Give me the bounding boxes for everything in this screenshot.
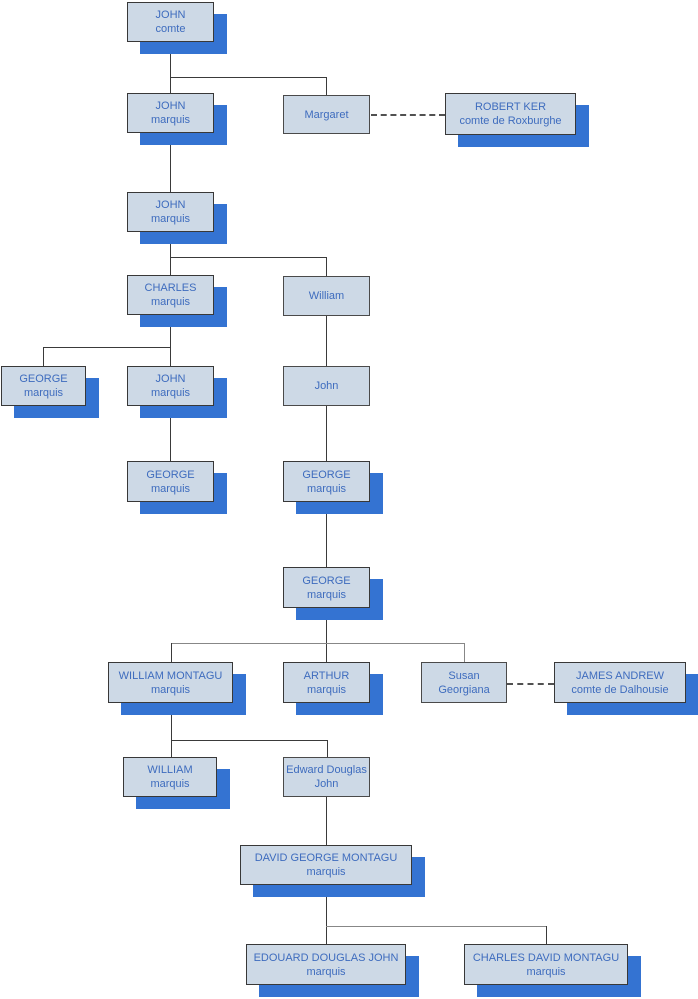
- person-name: JOHN: [155, 373, 186, 385]
- person-node-margaret[interactable]: Margaret: [283, 95, 370, 134]
- person-title: marquis: [150, 387, 191, 399]
- tree-connector-line: [326, 77, 327, 95]
- person-title: marquis: [150, 296, 191, 308]
- tree-connector-line: [170, 315, 171, 366]
- person-name: ROBERT KER: [474, 101, 547, 113]
- person-name: JOHN: [155, 100, 186, 112]
- person-node-edward-douglas-john[interactable]: Edward Douglas John: [283, 757, 370, 797]
- person-node-george-marquis-1[interactable]: GEORGE marquis: [1, 366, 86, 406]
- person-title: comte: [155, 23, 186, 35]
- person-name: JOHN: [155, 199, 186, 211]
- tree-connector-line: [170, 232, 171, 275]
- person-title: marquis: [306, 482, 347, 495]
- person-title: marquis: [306, 965, 346, 978]
- person-name: GEORGE: [302, 468, 351, 481]
- person-title: comte de Roxburghe: [459, 115, 562, 127]
- tree-connector-line: [171, 643, 464, 644]
- tree-connector-line: [170, 257, 326, 258]
- person-title: marquis: [306, 866, 346, 878]
- person-title: marquis: [150, 683, 191, 696]
- person-title: marquis: [150, 778, 190, 790]
- person-name: John: [314, 380, 339, 392]
- person-node-susan-georgiana[interactable]: Susan Georgiana: [421, 662, 507, 703]
- marriage-connector-line: [507, 683, 554, 685]
- person-node-david-george-montagu[interactable]: DAVID GEORGE MONTAGU marquis: [240, 845, 412, 885]
- person-name: JOHN: [155, 9, 186, 21]
- tree-connector-line: [326, 797, 327, 845]
- tree-connector-line: [43, 347, 170, 348]
- person-node-charles-marquis[interactable]: CHARLES marquis: [127, 275, 214, 315]
- tree-connector-line: [327, 740, 328, 757]
- person-node-john[interactable]: John: [283, 366, 370, 406]
- person-node-john-marquis-3[interactable]: JOHN marquis: [127, 366, 214, 406]
- tree-connector-line: [546, 926, 547, 944]
- tree-connector-line: [171, 703, 172, 757]
- person-title: marquis: [526, 965, 566, 978]
- tree-connector-line: [170, 77, 326, 78]
- person-name: GEORGE: [19, 373, 68, 385]
- person-name: Susan Georgiana: [438, 669, 490, 696]
- person-node-john-comte[interactable]: JOHN comte: [127, 2, 214, 42]
- person-name: CHARLES: [144, 282, 197, 294]
- person-node-john-marquis-1[interactable]: JOHN marquis: [127, 93, 214, 133]
- person-title: marquis: [306, 683, 347, 696]
- tree-connector-line: [43, 347, 44, 366]
- person-title: marquis: [150, 114, 191, 126]
- tree-connector-line: [326, 608, 327, 662]
- person-title: marquis: [150, 213, 191, 225]
- tree-connector-line: [326, 257, 327, 276]
- person-name: Edward Douglas John: [286, 764, 367, 790]
- person-name: Margaret: [304, 108, 349, 121]
- person-name: WILLIAM MONTAGU: [118, 669, 223, 682]
- tree-connector-line: [464, 643, 465, 662]
- tree-connector-line: [326, 316, 327, 366]
- tree-connector-line: [171, 740, 327, 741]
- tree-connector-line: [326, 885, 327, 944]
- person-title: comte de Dalhousie: [571, 683, 669, 696]
- person-name: CHARLES DAVID MONTAGU: [472, 951, 620, 964]
- person-title: marquis: [23, 387, 64, 399]
- tree-connector-line: [170, 133, 171, 192]
- person-node-william[interactable]: William: [283, 276, 370, 316]
- person-name: JAMES ANDREW: [575, 669, 664, 682]
- marriage-connector-line: [371, 114, 445, 116]
- person-name: GEORGE: [302, 574, 351, 587]
- tree-connector-line: [326, 406, 327, 461]
- person-name: EDOUARD DOUGLAS JOHN: [253, 951, 399, 964]
- person-name: ARTHUR: [303, 669, 350, 682]
- tree-connector-line: [170, 406, 171, 461]
- tree-connector-line: [326, 926, 546, 927]
- person-node-robert-ker[interactable]: ROBERT KER comte de Roxburghe: [445, 93, 576, 135]
- person-name: GEORGE: [146, 468, 195, 481]
- person-title: marquis: [306, 588, 347, 601]
- tree-connector-line: [326, 502, 327, 567]
- person-name: WILLIAM: [147, 764, 193, 776]
- tree-connector-line: [170, 42, 171, 93]
- person-title: marquis: [150, 482, 191, 495]
- person-node-john-marquis-2[interactable]: JOHN marquis: [127, 192, 214, 232]
- person-name: William: [308, 290, 345, 302]
- tree-connector-line: [171, 643, 172, 662]
- person-node-william-marquis[interactable]: WILLIAM marquis: [123, 757, 217, 797]
- person-name: DAVID GEORGE MONTAGU: [254, 852, 398, 864]
